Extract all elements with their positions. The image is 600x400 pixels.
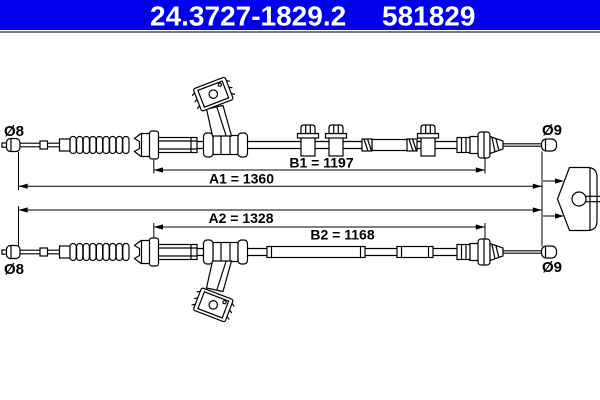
cable-end-nipple [540, 245, 558, 259]
left-abutment [133, 237, 198, 267]
dim-label-b1: B1 = 1197 [289, 155, 353, 171]
dim-line-a1 [18, 183, 542, 189]
part-number: 24.3727-1829.2 [150, 1, 346, 32]
rod-ferrule [39, 140, 49, 150]
push-pin-clip [416, 124, 440, 157]
push-pin-clip [324, 124, 348, 157]
diameter-label-top-left: Ø8 [4, 123, 24, 140]
dim-label-a2: A2 = 1328 [209, 210, 274, 226]
attach-arrow [543, 213, 564, 219]
cable-sleeve [371, 138, 409, 152]
crimp-ferrule [406, 138, 418, 152]
bellows-boot [69, 135, 130, 155]
cable-end-nipple [540, 138, 558, 152]
diameter-label-bottom-right: Ø9 [542, 259, 562, 276]
cable-sleeve [396, 245, 434, 259]
dim-line-b2 [153, 224, 485, 230]
cable-sleeve [266, 245, 366, 259]
attach-arrow [543, 178, 564, 184]
bottom-cable [1, 237, 558, 323]
push-pin-clip [296, 124, 320, 157]
dim-label-a1: A1 = 1360 [209, 171, 274, 187]
dim-line-b1 [153, 167, 485, 173]
left-abutment [133, 130, 198, 160]
mounting-bracket-top [191, 76, 236, 137]
bracket-hole [571, 191, 587, 207]
header-bar: 24.3727-1829.2 581829 [0, 0, 600, 33]
right-conduit-end [456, 131, 504, 159]
bracket-grommet [202, 239, 249, 265]
dimensions: B1 = 1197 A1 = 1360 A2 = 1328 B2 = 1168 [18, 151, 543, 247]
crimp-ferrule [361, 138, 373, 152]
rod-ferrule [39, 247, 49, 257]
dim-line-a2 [18, 207, 542, 213]
secondary-number: 581829 [382, 1, 475, 32]
diameter-label-bottom-left: Ø8 [4, 261, 24, 278]
mounting-bracket-right [543, 166, 600, 232]
mounting-bracket-bottom [191, 260, 235, 323]
top-cable [1, 76, 558, 160]
right-conduit-end [456, 238, 504, 266]
bracket-grommet [202, 132, 249, 158]
dim-label-b2: B2 = 1168 [310, 227, 374, 243]
diameter-label-top-right: Ø9 [542, 122, 562, 139]
bellows-boot [69, 242, 130, 262]
